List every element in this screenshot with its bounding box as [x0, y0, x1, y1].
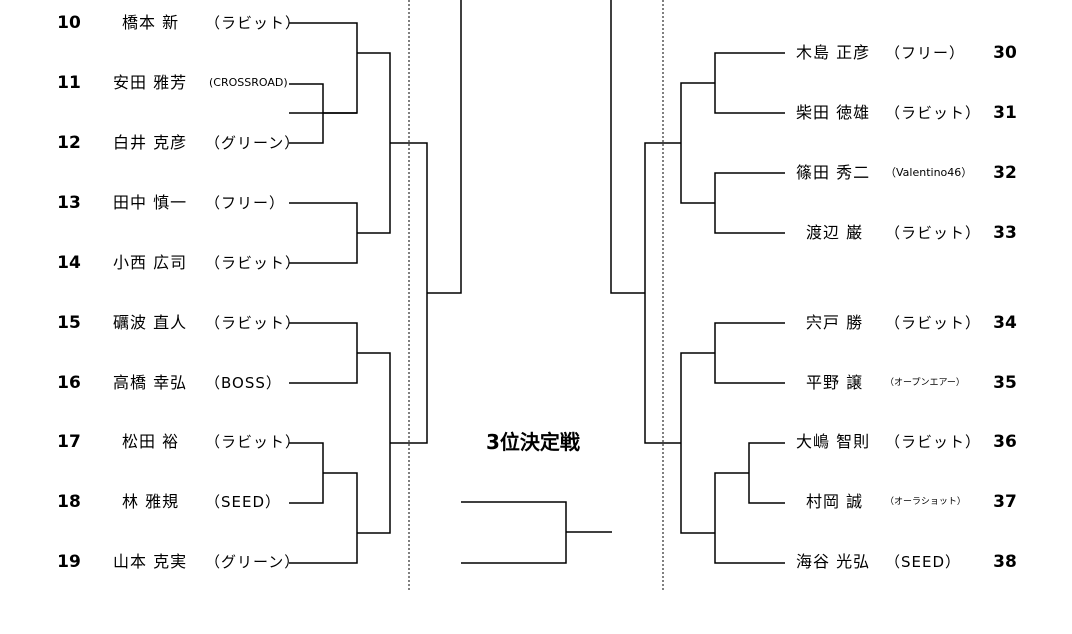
player-name: 宍戸 勝 [806, 313, 864, 332]
team-name: （ラビット） [885, 314, 982, 332]
player-name: 松田 裕 [122, 432, 180, 451]
entry-number: 31 [993, 103, 1017, 123]
dotted-divider-lines [408, 0, 664, 592]
player-name: 村岡 誠 [806, 492, 864, 511]
entry-number: 18 [57, 492, 81, 512]
player-name: 海谷 光弘 [796, 552, 871, 571]
player-name: 渡辺 巌 [806, 223, 864, 242]
entry-number: 19 [57, 552, 81, 572]
team-name: （Valentino46） [885, 166, 973, 179]
team-name: （フリー） [885, 44, 966, 62]
team-name: （ラビット） [885, 433, 982, 451]
player-name: 木島 正彦 [796, 43, 871, 62]
player-name: 安田 雅芳 [113, 73, 188, 92]
team-name: （ラビット） [205, 314, 302, 332]
player-name: 礪波 直人 [113, 313, 188, 332]
team-name: (CROSSROAD) [209, 76, 288, 89]
third-place-bracket [461, 501, 612, 564]
left-bracket [289, 0, 462, 564]
player-name: 平野 譲 [806, 373, 864, 392]
player-name: 篠田 秀二 [796, 163, 871, 182]
player-name: 白井 克彦 [113, 133, 188, 152]
right-bracket [610, 0, 785, 564]
entry-number: 37 [993, 492, 1017, 512]
player-name: 橋本 新 [122, 13, 180, 32]
player-name: 高橋 幸弘 [113, 373, 188, 392]
entry-number: 34 [993, 313, 1017, 333]
team-name: （オープンエアー） [885, 378, 965, 388]
entry-number: 14 [57, 253, 81, 273]
team-name: （SEED） [885, 553, 962, 571]
team-name: （SEED） [205, 493, 282, 511]
team-name: （ラビット） [885, 104, 982, 122]
team-name: （グリーン） [205, 134, 301, 152]
entry-number: 12 [57, 133, 81, 153]
entry-number: 33 [993, 223, 1017, 243]
team-name: （オーラショット） [885, 497, 966, 507]
team-name: （ラビット） [885, 224, 982, 242]
team-name: （グリーン） [205, 553, 301, 571]
entry-number: 15 [57, 313, 81, 333]
player-name: 大嶋 智則 [796, 432, 871, 451]
entry-number: 32 [993, 163, 1017, 183]
team-name: （ラビット） [205, 14, 302, 32]
player-name: 山本 克実 [113, 552, 188, 571]
entry-number: 35 [993, 373, 1017, 393]
entry-number: 38 [993, 552, 1017, 572]
third-place-title: 3位決定戦 [486, 430, 580, 454]
player-name: 林 雅規 [122, 492, 180, 511]
player-name: 田中 慎一 [113, 193, 188, 212]
team-name: （BOSS） [205, 374, 282, 392]
entry-number: 16 [57, 373, 81, 393]
team-name: （ラビット） [205, 254, 302, 272]
team-name: （フリー） [205, 194, 286, 212]
entry-number: 30 [993, 43, 1017, 63]
entry-number: 17 [57, 432, 81, 452]
player-name: 柴田 徳雄 [796, 103, 871, 122]
entry-number: 13 [57, 193, 81, 213]
entry-number: 36 [993, 432, 1017, 452]
player-name: 小西 広司 [113, 253, 188, 272]
entry-number: 10 [57, 13, 81, 33]
entry-number: 11 [57, 73, 81, 93]
team-name: （ラビット） [205, 433, 302, 451]
